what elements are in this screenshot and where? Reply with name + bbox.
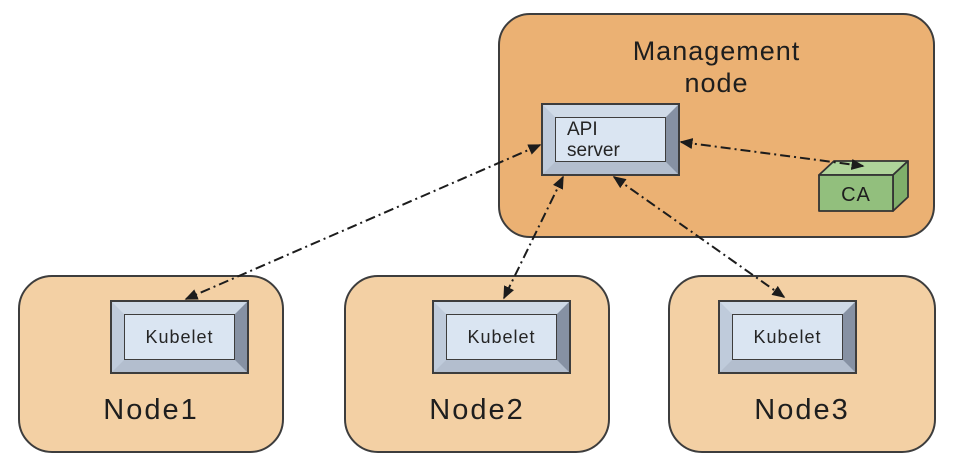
api-server-face: API server <box>555 117 666 162</box>
kubelet1-face: Kubelet <box>124 314 235 360</box>
management-node-label: Management node <box>632 36 801 98</box>
node2-label: Node2 <box>429 394 525 426</box>
api-server-box: API server <box>541 103 680 176</box>
api-server-label: API server <box>567 118 620 161</box>
kubelet3-box: Kubelet <box>718 300 857 374</box>
node1-label: Node1 <box>103 394 199 426</box>
kubelet1-box: Kubelet <box>110 300 249 374</box>
node3-label: Node3 <box>754 394 850 426</box>
kubelet2-box: Kubelet <box>432 300 571 374</box>
kubelet1-label: Kubelet <box>145 326 214 347</box>
kubelet2-face: Kubelet <box>446 314 557 360</box>
kubelet3-face: Kubelet <box>732 314 843 360</box>
kubelet2-label: Kubelet <box>467 326 536 347</box>
kubelet3-label: Kubelet <box>753 326 822 347</box>
